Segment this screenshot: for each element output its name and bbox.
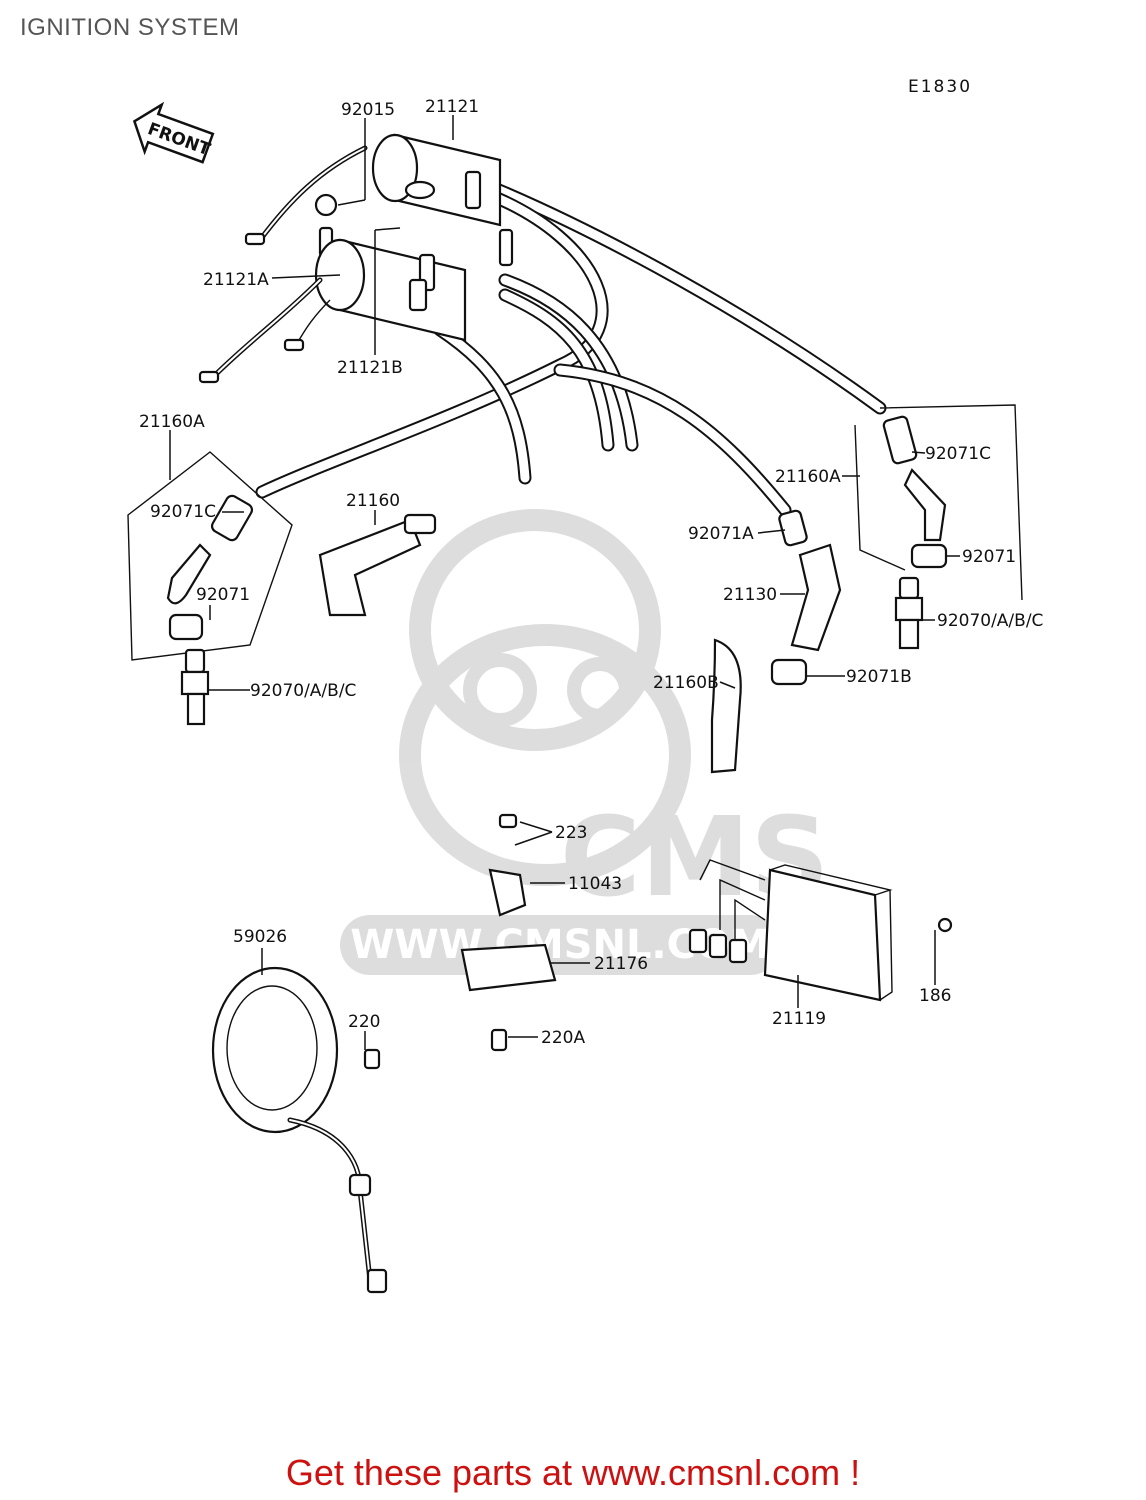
part-labels: E1830 92015 21121 21121A 21121B 21160A 9… (139, 77, 1043, 1048)
label-21176: 21176 (594, 954, 648, 974)
promo-link[interactable]: Get these parts at www.cmsnl.com ! (285, 1452, 861, 1493)
label-92071A: 92071A (688, 524, 754, 544)
label-21160B: 21160B (653, 673, 719, 693)
label-21119: 21119 (772, 1009, 826, 1029)
ignition-coil-lower (314, 180, 467, 342)
label-21130: 21130 (723, 585, 777, 605)
module-21176 (460, 943, 557, 992)
front-arrow: FRONT (132, 101, 215, 164)
seal-92071B (770, 658, 808, 686)
bracket-11043 (488, 868, 527, 917)
label-11043: 11043 (568, 874, 622, 894)
plug-cap-21160 (318, 513, 437, 617)
diagram-code: E1830 (908, 77, 972, 97)
nut-92015 (314, 193, 338, 217)
group-outline-right-left (854, 424, 906, 571)
plug-cap-right (882, 415, 948, 569)
label-92070-right: 92070/A/B/C (937, 611, 1043, 631)
label-92071C-right: 92071C (925, 444, 991, 464)
ht-leads (255, 171, 887, 517)
coil-wires (198, 145, 368, 384)
label-92015: 92015 (341, 100, 395, 120)
label-220A: 220A (541, 1028, 585, 1048)
label-21160: 21160 (346, 491, 400, 511)
label-186: 186 (919, 986, 951, 1006)
stator-59026 (211, 966, 388, 1294)
label-92071-right: 92071 (962, 547, 1016, 567)
screw-220A (490, 1028, 508, 1052)
group-outline-left (127, 451, 293, 661)
label-21160A-left: 21160A (139, 412, 205, 432)
screw-223 (498, 813, 518, 829)
label-21121A: 21121A (203, 270, 269, 290)
cap-92071A (778, 509, 808, 547)
ignition-diagram: CMS WWW.CMSNL.COM FRONT (127, 77, 1043, 1294)
plug-cap-left (166, 494, 254, 641)
label-92071-left: 92071 (196, 585, 250, 605)
igniter-21119 (688, 859, 893, 1002)
spark-plug-right (894, 576, 924, 650)
plug-cap-21160B (710, 638, 742, 774)
leader-lines (169, 115, 960, 1050)
label-92071B: 92071B (846, 667, 912, 687)
group-outline-right (879, 404, 1023, 601)
label-21121B: 21121B (337, 358, 403, 378)
label-220: 220 (348, 1012, 380, 1032)
screw-220 (363, 1048, 381, 1070)
label-59026: 59026 (233, 927, 287, 947)
label-92071C-left: 92071C (150, 502, 216, 522)
screw-186 (937, 917, 953, 933)
label-92070-left: 92070/A/B/C (250, 681, 356, 701)
label-21160A-right: 21160A (775, 467, 841, 487)
ignition-coil-upper (318, 133, 514, 267)
plug-cap-21130 (790, 543, 842, 652)
spark-plug-left (180, 648, 210, 726)
page-title: IGNITION SYSTEM (20, 14, 240, 41)
label-223: 223 (555, 823, 587, 843)
label-21121: 21121 (425, 97, 479, 117)
